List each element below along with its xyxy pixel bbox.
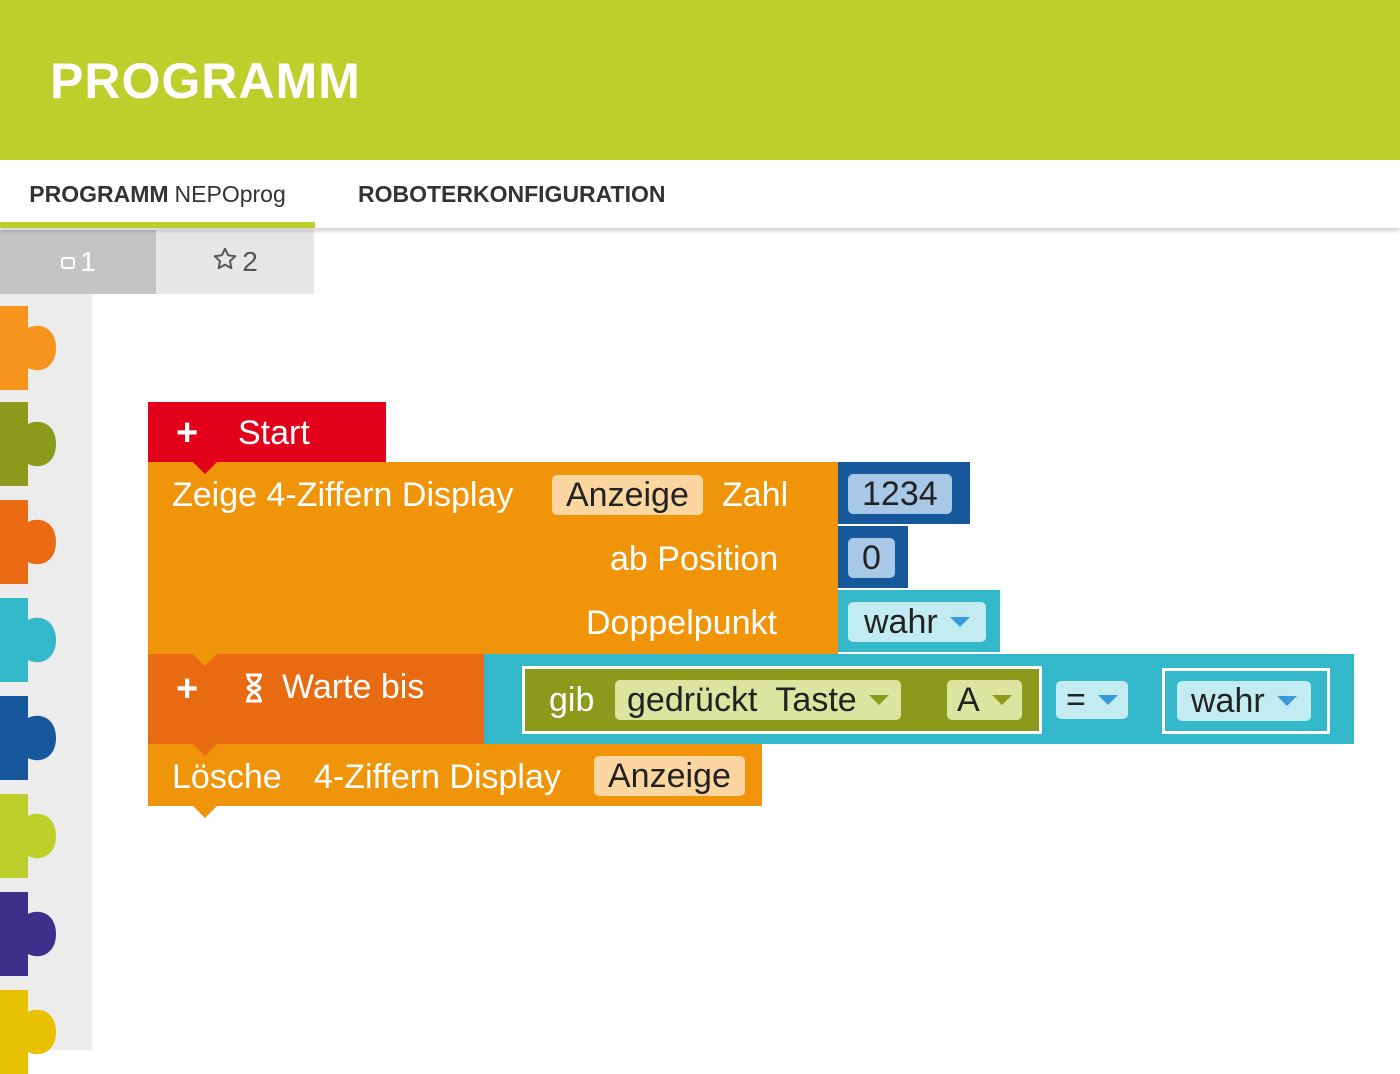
wait-connector [193, 744, 217, 756]
sensor-mode-value: gedrückt [627, 680, 758, 719]
display-clear-block[interactable]: Lösche 4-Ziffern Display Anzeige [148, 744, 762, 806]
category-action[interactable] [0, 306, 56, 390]
start-block-label: Start [238, 414, 310, 452]
display-clear-target-label: 4-Ziffern Display [314, 758, 561, 796]
category-logic[interactable] [0, 598, 56, 682]
category-text[interactable] [0, 794, 56, 878]
hourglass-icon [242, 672, 266, 709]
block-toolbox [0, 294, 92, 1074]
chevron-down-icon [1276, 696, 1297, 706]
tab-program-name: NEPOprog [174, 180, 286, 207]
start-connector [193, 462, 217, 474]
display-actor-field[interactable]: Anzeige [552, 475, 703, 515]
boolean-value-colon: wahr [864, 602, 938, 641]
number-field-1234[interactable]: 1234 [848, 474, 952, 514]
sensor-port-dropdown[interactable]: A [947, 680, 1022, 720]
wait-add-icon[interactable]: + [176, 668, 199, 710]
page-title: PROGRAMM [50, 53, 361, 109]
number-block-1234[interactable]: 1234 [838, 462, 970, 524]
subtab-level-2-label: 2 [242, 246, 258, 277]
square-icon [60, 246, 76, 278]
boolean-block-compare[interactable]: wahr [1162, 668, 1330, 734]
number-field-position[interactable]: 0 [848, 538, 895, 578]
app-header: PROGRAMM [0, 0, 1400, 160]
category-variables[interactable] [0, 990, 56, 1074]
display-colon-label: Doppelpunkt [586, 604, 777, 642]
display-clear-label: Lösche [172, 758, 282, 796]
category-lists[interactable] [0, 892, 56, 976]
chevron-down-icon [868, 695, 889, 705]
category-sensors[interactable] [0, 402, 56, 486]
compare-operator-dropdown[interactable]: = [1056, 681, 1128, 719]
sensor-get-block[interactable]: gib gedrückt Taste A [522, 666, 1042, 734]
sensor-mode-dropdown[interactable]: gedrückt Taste [615, 680, 901, 720]
start-block[interactable]: + Start [148, 402, 386, 462]
chevron-down-icon [1097, 695, 1118, 705]
boolean-dropdown-colon[interactable]: wahr [848, 602, 986, 642]
display-connector [193, 654, 217, 666]
chevron-down-icon [949, 617, 970, 627]
boolean-dropdown-compare[interactable]: wahr [1177, 681, 1311, 721]
number-block-position[interactable]: 0 [838, 526, 908, 588]
clear-connector [193, 806, 217, 818]
start-add-icon[interactable]: + [176, 412, 199, 454]
wait-until-label: Warte bis [282, 668, 425, 706]
tab-robot-configuration[interactable]: ROBOTERKONFIGURATION [358, 180, 666, 207]
category-control[interactable] [0, 500, 56, 584]
display-show-block[interactable]: Zeige 4-Ziffern Display Anzeige Zahl ab … [148, 462, 838, 654]
subtab-level-1[interactable]: 1 [0, 230, 156, 294]
display-number-label: Zahl [722, 476, 789, 514]
active-tab-indicator [0, 222, 315, 228]
compare-operator-value: = [1066, 680, 1086, 719]
display-show-label: Zeige 4-Ziffern Display [172, 476, 514, 514]
star-icon [212, 246, 238, 279]
display-clear-actor-field[interactable]: Anzeige [594, 756, 745, 796]
sensor-get-label: gib [549, 681, 595, 719]
chevron-down-icon [991, 695, 1012, 705]
display-position-label: ab Position [610, 540, 779, 578]
category-math[interactable] [0, 696, 56, 780]
subtab-level-2[interactable]: 2 [156, 230, 314, 294]
subtab-level-1-label: 1 [80, 246, 96, 277]
sensor-port-value: A [957, 680, 980, 719]
wait-until-block[interactable]: + Warte bis [148, 654, 484, 744]
tab-program-label: PROGRAMM [29, 180, 169, 207]
boolean-value-compare: wahr [1191, 681, 1265, 720]
boolean-block-colon[interactable]: wahr [838, 590, 1000, 652]
sensor-type-value: Taste [775, 680, 857, 719]
